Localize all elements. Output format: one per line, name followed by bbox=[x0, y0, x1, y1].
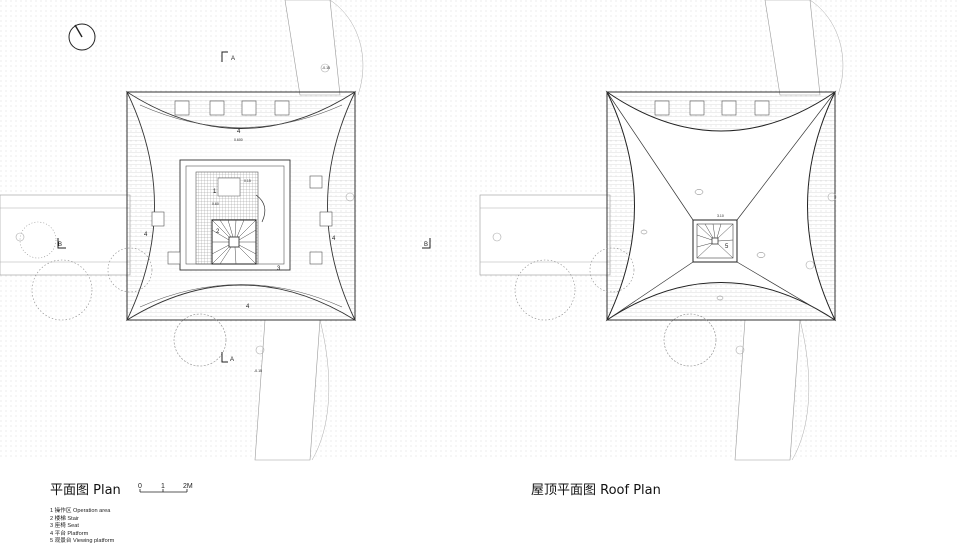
elevation-roof: 3.10 bbox=[717, 214, 724, 218]
scale-bar: 0 1 2M bbox=[138, 483, 193, 493]
label-seat: 3 bbox=[277, 266, 281, 272]
legend: 1 操作区 Operation area 2 楼梯 Stair 3 座椅 Sea… bbox=[50, 508, 114, 546]
roof-plan-title: 屋顶平面图 Roof Plan bbox=[531, 483, 661, 498]
label-platform-right: 4 bbox=[332, 236, 336, 242]
label-stair: 2 bbox=[216, 229, 220, 235]
label-platform-top: 4 bbox=[237, 129, 241, 135]
legend-item-seat: 3 座椅 Seat bbox=[50, 523, 79, 530]
elevation-platform: 0.600 bbox=[234, 138, 243, 142]
legend-item-viewing: 5 观景台 Viewing platform bbox=[50, 538, 115, 545]
elevation-bottom: -0.15 bbox=[254, 369, 262, 373]
scale-tick-0: 0 bbox=[138, 483, 142, 490]
roof-plan-drawing bbox=[479, 0, 960, 461]
section-b-left: B bbox=[58, 242, 62, 248]
legend-item-stair: 2 楼梯 Stair bbox=[50, 515, 79, 522]
label-platform-left: 4 bbox=[144, 232, 148, 238]
plan-title: 平面图 Plan bbox=[50, 483, 121, 498]
legend-item-platform: 4 平台 Platform bbox=[50, 530, 89, 537]
elevation-stair: 0.60 bbox=[212, 202, 219, 206]
scale-tick-1: 1 bbox=[161, 483, 165, 490]
plan-drawing bbox=[0, 0, 478, 461]
section-a-top: A bbox=[231, 56, 235, 62]
legend-item-operation: 1 操作区 Operation area bbox=[50, 508, 111, 514]
label-operation: 1 bbox=[213, 189, 217, 195]
elevation-top: -0.15 bbox=[322, 66, 330, 70]
section-a-bottom: A bbox=[230, 357, 234, 363]
label-platform-bottom: 4 bbox=[246, 304, 250, 310]
scale-tick-2: 2M bbox=[183, 483, 193, 490]
section-b-right: B bbox=[424, 242, 428, 248]
label-viewing-platform: 5 bbox=[725, 244, 729, 250]
elevation-inner: 0.15 bbox=[244, 179, 251, 183]
